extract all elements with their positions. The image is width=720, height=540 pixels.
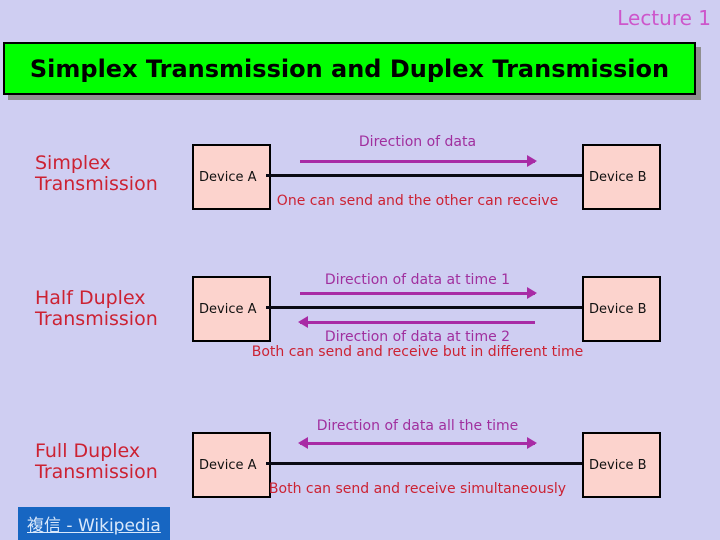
section-label-line1: Full Duplex [35,440,141,462]
arrow-right-time1 [300,287,537,299]
lecture-label: Lecture 1 [617,6,711,30]
arrow-label-time1: Direction of data at time 1 [324,272,511,288]
section-label-line1: Half Duplex [35,287,146,309]
connector-wire [266,462,582,465]
arrow-left-time2 [298,316,535,328]
device-b-box: Device B [582,432,661,498]
slide-title-text: Simplex Transmission and Duplex Transmis… [29,54,670,83]
section-label-line2: Transmission [35,308,158,330]
device-a-box: Device A [192,144,271,210]
device-a-label: Device A [199,301,257,317]
section-note: Both can send and receive simultaneously [268,481,567,497]
section-label-half-duplex: Half Duplex Transmission [35,288,158,330]
arrow-label-direction-of-data: Direction of data [358,134,477,150]
wikipedia-link[interactable]: 複信 - Wikipedia [18,507,170,540]
section-label-line1: Simplex [35,152,111,174]
device-b-box: Device B [582,276,661,342]
connector-wire [266,306,582,309]
section-label-line2: Transmission [35,461,158,483]
section-label-line2: Transmission [35,173,158,195]
section-label-full-duplex: Full Duplex Transmission [35,441,158,483]
arrow-both-directions [298,437,537,449]
device-b-label: Device B [589,457,647,473]
device-a-box: Device A [192,276,271,342]
arrow-label-time2: Direction of data at time 2 [324,329,511,345]
device-a-label: Device A [199,169,257,185]
device-a-box: Device A [192,432,271,498]
device-b-label: Device B [589,169,647,185]
section-note: Both can send and receive but in differe… [251,344,584,360]
device-b-box: Device B [582,144,661,210]
connector-wire [266,174,582,177]
section-label-simplex: Simplex Transmission [35,153,158,195]
arrow-right [300,155,537,167]
section-note: One can send and the other can receive [276,193,559,209]
slide-title: Simplex Transmission and Duplex Transmis… [3,42,696,95]
wikipedia-link-text[interactable]: 複信 - Wikipedia [27,516,161,536]
device-b-label: Device B [589,301,647,317]
device-a-label: Device A [199,457,257,473]
arrow-label-all-time: Direction of data all the time [316,418,519,434]
